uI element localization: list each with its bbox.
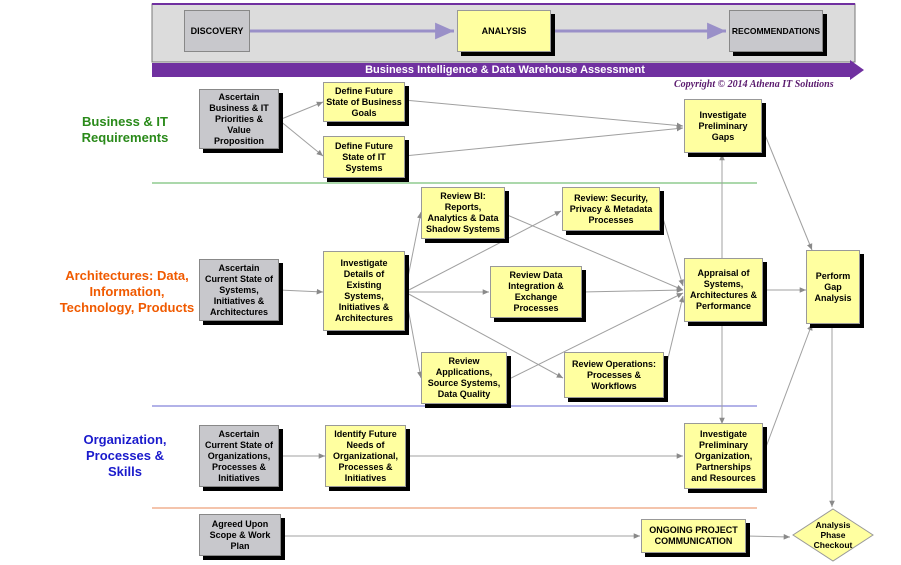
node-ongoing-comm: ONGOING PROJECT COMMUNICATION [641,519,746,553]
node-review-operations: Review Operations: Processes & Workflows [564,352,664,398]
lane-label-organization: Organization, Processes & Skills [83,432,167,479]
node-review-applications: Review Applications, Source Systems, Dat… [421,352,507,404]
banner-arrow [152,60,864,80]
node-investigate-org: Investigate Preliminary Organization, Pa… [684,423,763,489]
node-define-future-goals: Define Future State of Business Goals [323,82,405,122]
node-ascertain-org: Ascertain Current State of Organizations… [199,425,279,487]
copyright: Copyright © 2014 Athena IT Solutions [674,79,834,90]
node-identify-future: Identify Future Needs of Organizational,… [325,425,406,487]
lane-label-architectures: Architectures: Data, Information, Techno… [59,268,195,315]
node-review-data-integration: Review Data Integration & Exchange Proce… [490,266,582,318]
phase-recommendations: RECOMMENDATIONS [729,10,823,52]
node-define-future-it: Define Future State of IT Systems [323,136,405,178]
node-ascertain-business: Ascertain Business & IT Priorities & Val… [199,89,279,149]
node-ascertain-current-systems: Ascertain Current State of Systems, Init… [199,259,279,321]
phase-discovery: DISCOVERY [184,10,250,52]
banner-title: Business Intelligence & Data Warehouse A… [365,64,645,76]
phase-analysis: ANALYSIS [457,10,551,52]
checkout-diamond [792,508,874,562]
node-perform-gap: Perform Gap Analysis [806,250,860,324]
node-investigate-details: Investigate Details of Existing Systems,… [323,251,405,331]
lane-label-business: Business & IT Requirements [81,114,169,145]
node-appraisal: Appraisal of Systems, Architectures & Pe… [684,258,763,322]
node-review-security: Review: Security, Privacy & Metadata Pro… [562,187,660,231]
node-agreed-scope: Agreed Upon Scope & Work Plan [199,514,281,556]
node-review-bi: Review BI: Reports, Analytics & Data Sha… [421,187,505,239]
node-investigate-gaps: Investigate Preliminary Gaps [684,99,762,153]
node-checkout: Analysis Phase Checkout [813,520,853,550]
